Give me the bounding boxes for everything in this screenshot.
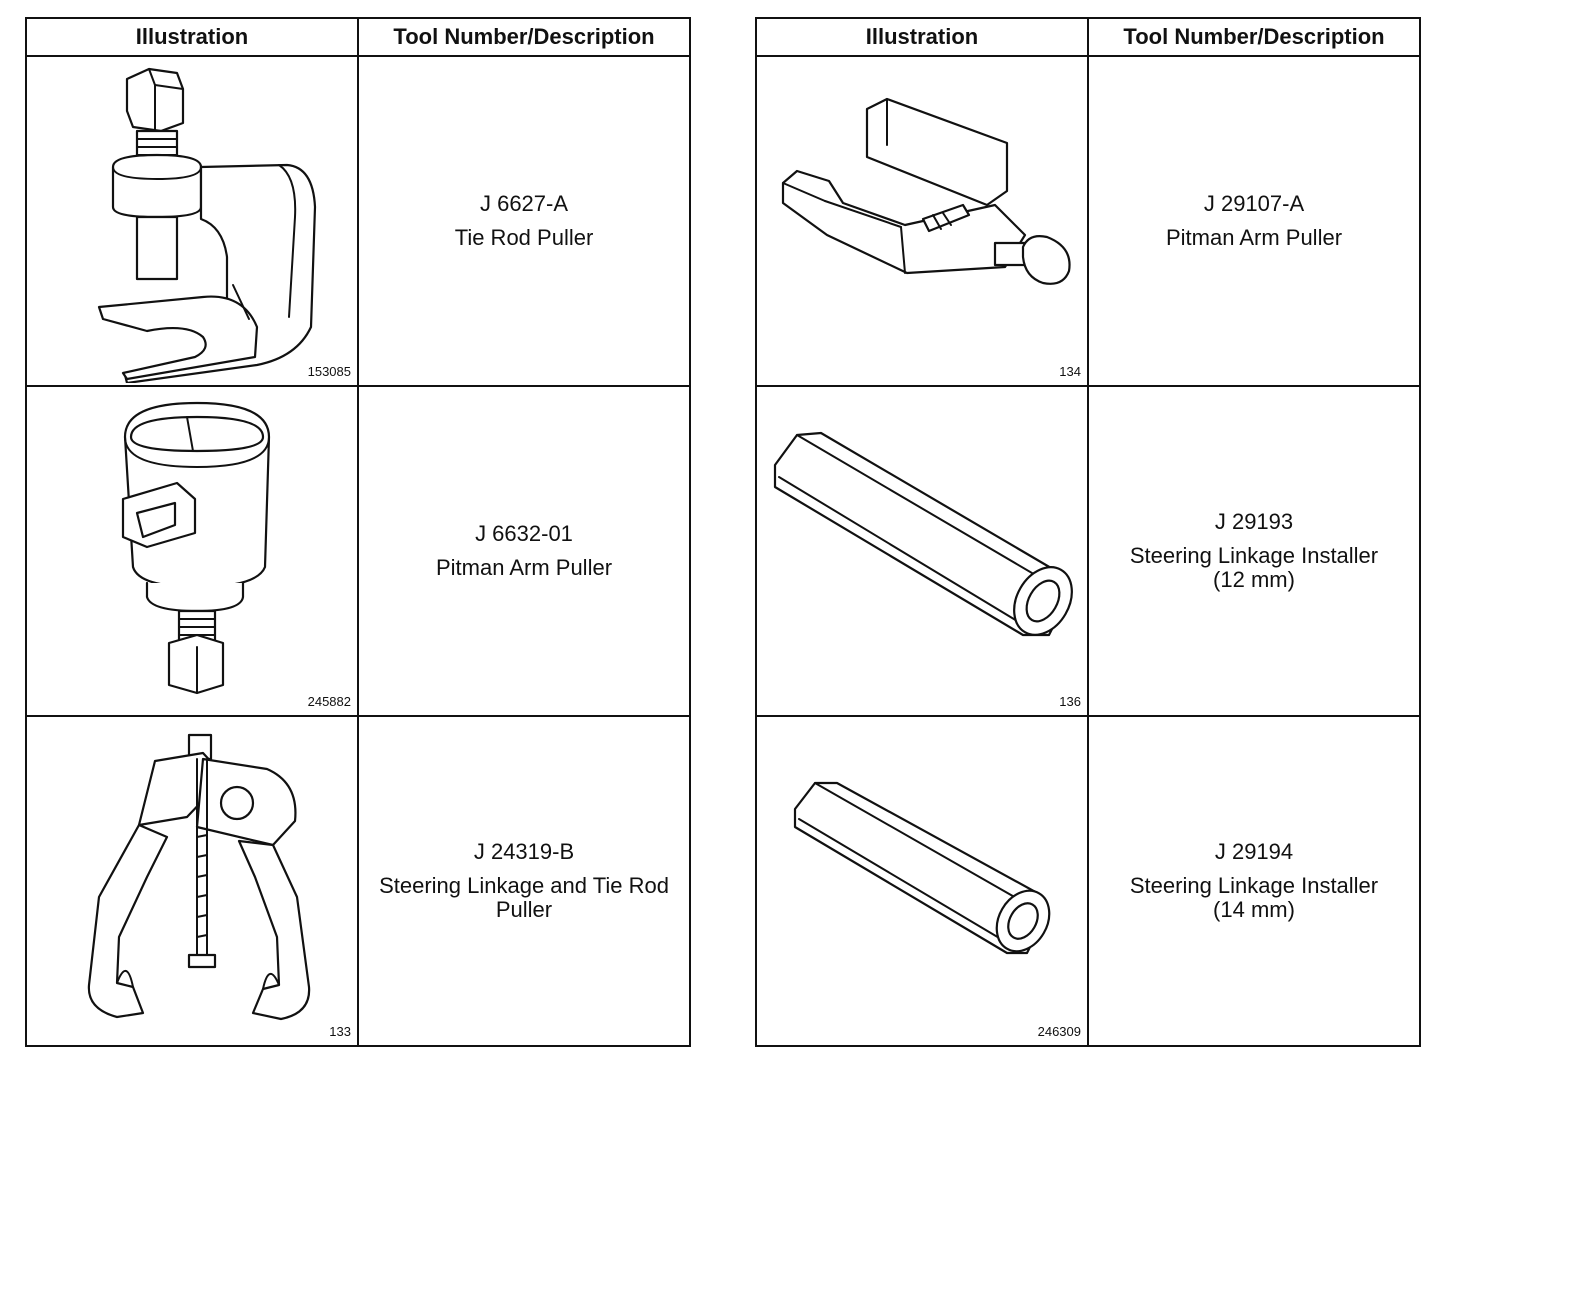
table-row: 246309 J 29194 Steering Linkage Installe…: [755, 715, 1421, 1047]
figure-id: 134: [1059, 364, 1081, 379]
tool-size-note: (12 mm): [1213, 567, 1295, 592]
tool-description: Tie Rod Puller: [454, 225, 594, 250]
figure-id: 246309: [1037, 1024, 1081, 1039]
linkage-installer-icon: [793, 781, 1051, 955]
description-cell: J 6632-01 Pitman Arm Puller: [357, 385, 691, 717]
table-row: 153085 J 6627-A Tie Rod Puller: [25, 55, 691, 387]
pitman-arm-puller-icon: [781, 97, 1071, 285]
header-tool-description: Tool Number/Description: [357, 17, 691, 57]
description-cell: J 29193 Steering Linkage Installer (12 m…: [1087, 385, 1421, 717]
illustration-cell: 246309: [755, 715, 1089, 1047]
table-row: 136 J 29193 Steering Linkage Installer (…: [755, 385, 1421, 717]
description-cell: J 24319-B Steering Linkage and Tie Rod P…: [357, 715, 691, 1047]
figure-id: 133: [329, 1024, 351, 1039]
tool-description: Steering Linkage and Tie Rod Puller: [379, 873, 669, 922]
linkage-puller-icon: [87, 733, 311, 1021]
illustration-cell: 245882: [25, 385, 359, 717]
tool-description: Steering Linkage Installer: [1129, 543, 1379, 568]
description-cell: J 29107-A Pitman Arm Puller: [1087, 55, 1421, 387]
table-row: 245882 J 6632-01 Pitman Arm Puller: [25, 385, 691, 717]
tool-description: Pitman Arm Puller: [435, 555, 613, 580]
figure-id: 245882: [307, 694, 351, 709]
illustration-cell: 134: [755, 55, 1089, 387]
header-tool-description: Tool Number/Description: [1087, 17, 1421, 57]
illustration-cell: 136: [755, 385, 1089, 717]
description-cell: J 29194 Steering Linkage Installer (14 m…: [1087, 715, 1421, 1047]
table-row: 134 J 29107-A Pitman Arm Puller: [755, 55, 1421, 387]
tool-number: J 29194: [1214, 839, 1294, 864]
header-illustration: Illustration: [25, 17, 359, 57]
figure-id: 136: [1059, 694, 1081, 709]
tie-rod-puller-icon: [97, 67, 317, 383]
figure-id: 153085: [307, 364, 351, 379]
tool-size-note: (14 mm): [1213, 897, 1295, 922]
tools-table-left: Illustration Tool Number/Description 153…: [25, 17, 691, 1047]
tool-description: Steering Linkage Installer: [1129, 873, 1379, 898]
pitman-arm-puller-icon: [121, 401, 271, 695]
header-illustration: Illustration: [755, 17, 1089, 57]
tool-number: J 24319-B: [473, 839, 575, 864]
table-row: 133 J 24319-B Steering Linkage and Tie R…: [25, 715, 691, 1047]
tool-number: J 29107-A: [1203, 191, 1305, 216]
description-cell: J 6627-A Tie Rod Puller: [357, 55, 691, 387]
illustration-cell: 133: [25, 715, 359, 1047]
tool-number: J 6627-A: [479, 191, 569, 216]
illustration-cell: 153085: [25, 55, 359, 387]
tools-table-right: Illustration Tool Number/Description 134…: [755, 17, 1421, 1047]
tool-number: J 29193: [1214, 509, 1294, 534]
linkage-installer-icon: [773, 431, 1073, 637]
tool-number: J 6632-01: [475, 521, 573, 546]
tool-description: Pitman Arm Puller: [1165, 225, 1343, 250]
